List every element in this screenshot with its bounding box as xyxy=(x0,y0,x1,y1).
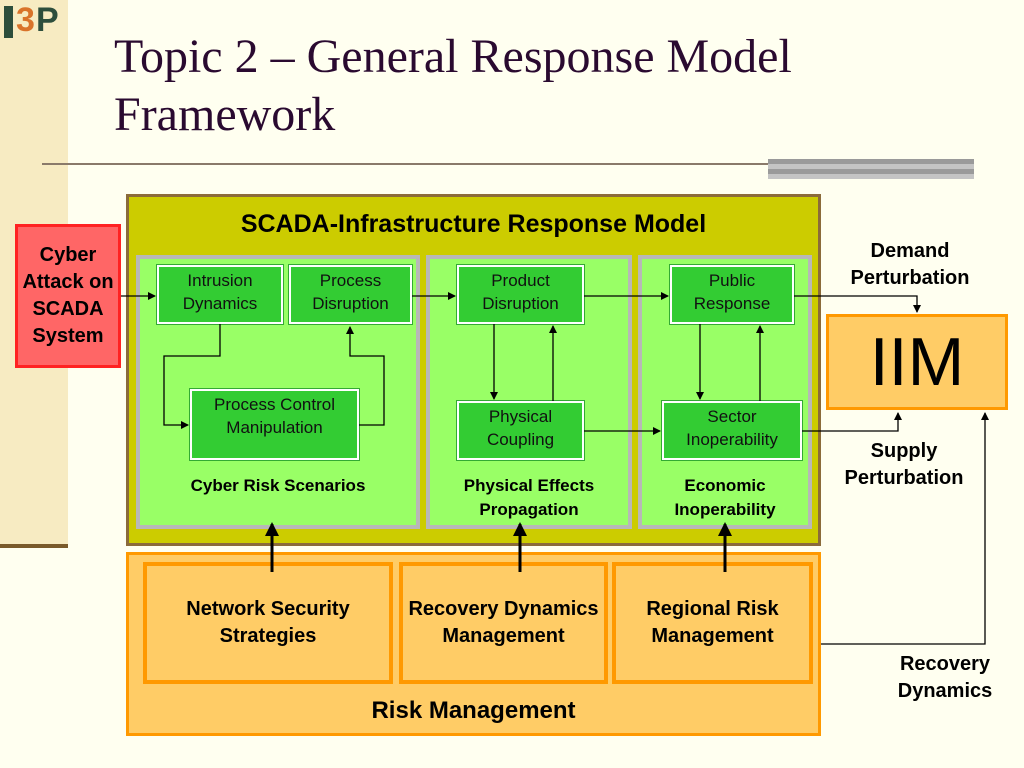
iim-box: IIM xyxy=(826,314,1008,410)
model-title: SCADA-Infrastructure Response Model xyxy=(240,210,707,238)
product-disruption-box: Product Disruption xyxy=(456,264,585,325)
recovery-dynamics-label: Recovery Dynamics xyxy=(897,653,993,702)
physical-coupling-box: Physical Coupling xyxy=(456,400,585,461)
supply-perturbation-label: Supply Perturbation xyxy=(844,440,964,489)
recovery-dynamics-management-box: Recovery Dynamics Management xyxy=(399,562,608,684)
slide-title: Topic 2 – General Response Model Framewo… xyxy=(114,30,792,141)
title-accent-bar xyxy=(768,159,974,179)
regional-risk-management-box: Regional Risk Management xyxy=(612,562,813,684)
logo-p: P xyxy=(36,1,59,39)
public-response-box: Public Response xyxy=(669,264,795,325)
i3p-logo: 3 P xyxy=(2,1,64,44)
network-security-box: Network Security Strategies xyxy=(143,562,393,684)
cyber-risk-scenarios-label: Cyber Risk Scenarios xyxy=(190,476,366,495)
economic-inoperability-label: Economic Inoperability xyxy=(674,476,776,519)
process-control-manipulation-box: Process Control Manipulation xyxy=(189,388,360,461)
risk-management-label: Risk Management xyxy=(371,697,576,724)
sector-inoperability-box: Sector Inoperability xyxy=(661,400,803,461)
physical-effects-label: Physical Effects Propagation xyxy=(463,476,595,519)
logo-three: 3 xyxy=(16,1,35,39)
cyber-attack-box: Cyber Attack on SCADA System xyxy=(15,224,121,368)
logo-i-bar xyxy=(4,6,13,38)
intrusion-dynamics-box: Intrusion Dynamics xyxy=(156,264,284,325)
process-disruption-box: Process Disruption xyxy=(288,264,413,325)
side-strip-rule xyxy=(0,544,68,548)
demand-perturbation-label: Demand Perturbation xyxy=(850,240,970,289)
title-rule xyxy=(42,163,974,165)
